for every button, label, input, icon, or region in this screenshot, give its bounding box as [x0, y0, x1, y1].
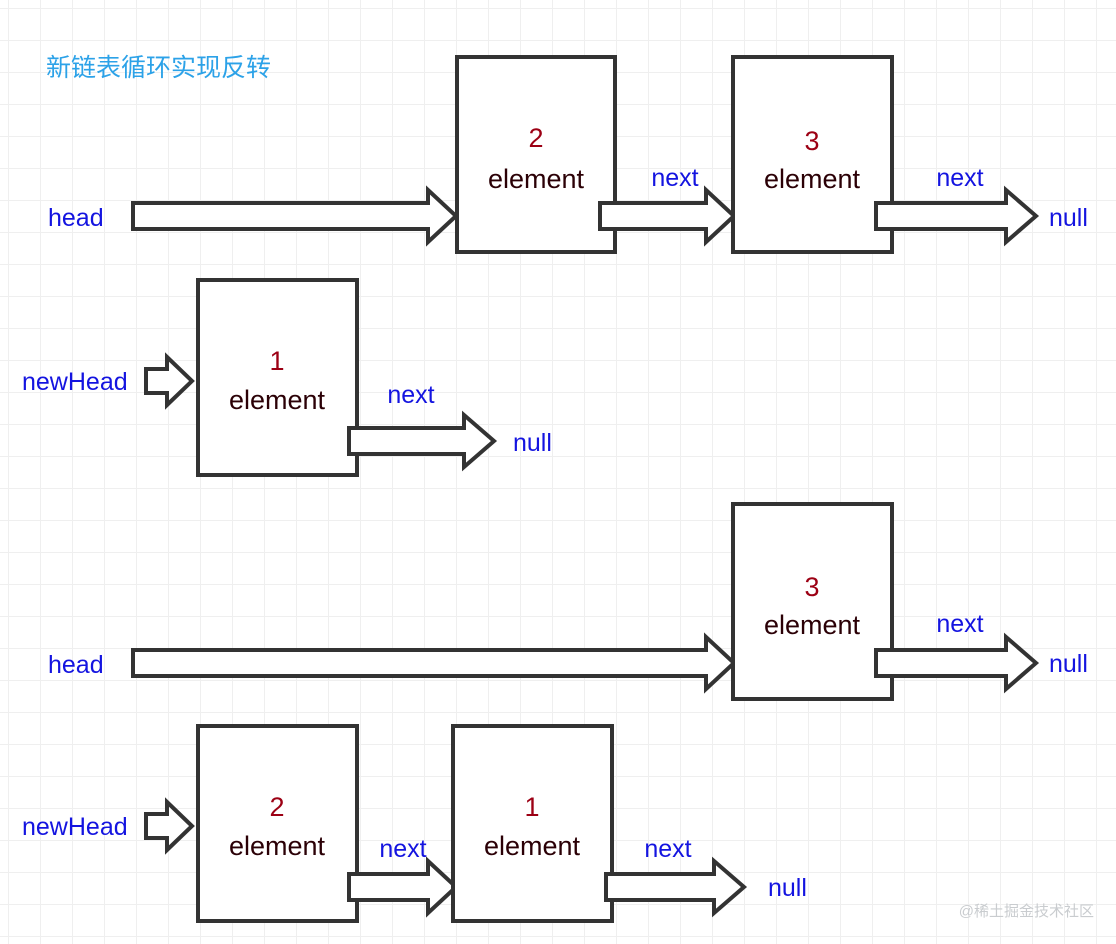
row3-node-3-value: 3	[804, 572, 819, 602]
row2-null-arrow	[347, 410, 498, 472]
row3-null-arrow	[874, 632, 1040, 694]
row1-node-2-element: element	[488, 164, 585, 194]
row1-head-arrow	[131, 185, 459, 247]
row2-node-1-value: 1	[269, 346, 284, 376]
row4-null-arrow	[604, 856, 748, 918]
row1-node-3-element: element	[764, 164, 861, 194]
row3-next-label: next	[936, 610, 983, 638]
row2-node-1-box	[196, 278, 359, 477]
row-4-newhead-list: newHead 2 element next 1 element next nu…	[22, 724, 807, 923]
row4-node-2-element: element	[229, 831, 326, 861]
row1-next-label-2: next	[936, 164, 983, 192]
row4-next-label-1: next	[379, 835, 426, 863]
row1-node-2-value: 2	[528, 123, 543, 153]
row4-next-label-2: next	[644, 835, 691, 863]
row4-newhead-arrow	[144, 797, 195, 855]
row3-node-3-element: element	[764, 610, 861, 640]
row4-node-1-value: 1	[524, 792, 539, 822]
row-2-newhead-list: newHead 1 element next null	[22, 278, 552, 477]
row3-pointer-label: head	[48, 651, 104, 679]
row1-pointer-label: head	[48, 204, 104, 232]
row-3-head-list: head 3 element next null	[48, 502, 1088, 701]
row1-next-arrow-1	[598, 185, 737, 247]
row1-null-arrow	[874, 185, 1040, 247]
row2-pointer-label: newHead	[22, 368, 128, 396]
row1-next-label-1: next	[651, 164, 698, 192]
page-title: 新链表循环实现反转	[46, 54, 271, 82]
row1-node-3-box	[731, 55, 894, 254]
row4-node-2-box	[196, 724, 359, 923]
row2-newhead-arrow	[144, 352, 195, 410]
row2-null-label: null	[513, 429, 552, 457]
row1-null-label: null	[1049, 204, 1088, 232]
row1-node-3-value: 3	[804, 126, 819, 156]
row4-node-1-box	[451, 724, 614, 923]
row4-next-arrow-1	[347, 856, 459, 918]
row3-head-arrow	[131, 632, 737, 694]
row2-next-label: next	[387, 381, 434, 409]
row4-null-label: null	[768, 874, 807, 902]
row3-null-label: null	[1049, 650, 1088, 678]
row1-node-2-box	[455, 55, 617, 254]
row4-node-2-value: 2	[269, 792, 284, 822]
row4-node-1-element: element	[484, 831, 581, 861]
row3-node-3-box	[731, 502, 894, 701]
watermark: @稀土掘金技术社区	[959, 903, 1094, 920]
row2-node-1-element: element	[229, 385, 326, 415]
row4-pointer-label: newHead	[22, 813, 128, 841]
row-1-head-list: head 2 element next 3 element next null	[48, 55, 1088, 254]
